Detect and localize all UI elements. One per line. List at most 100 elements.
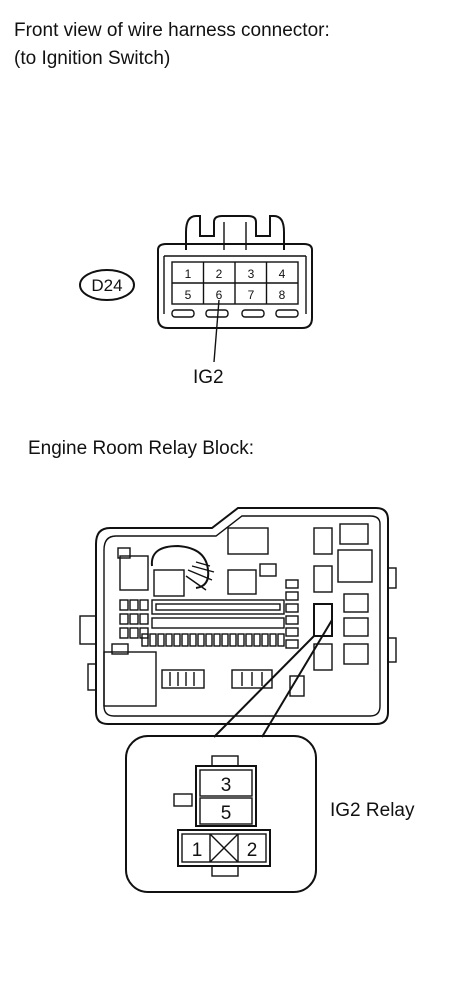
ig2-relay-slot [313,603,333,637]
connector-key [275,309,299,318]
small-fuse [139,613,149,625]
mini-fuse [149,633,157,647]
small-fuse [129,613,139,625]
connector-key [241,309,265,318]
mini-fuse [261,633,269,647]
ig2-relay-detail: 3 5 1 2 [125,735,317,893]
fuse-slot [289,675,305,697]
connector-view-heading: Front view of wire harness connector: [14,20,330,41]
mini-fuse-row [141,633,285,647]
pin-label: 1 [185,267,192,281]
relay-zoom-frame [125,735,317,893]
relay-block-outline [95,507,389,725]
connector-target-heading: (to Ignition Switch) [14,48,171,69]
pin-label: 6 [216,288,223,302]
side-tab [387,567,397,589]
callout-line [213,635,315,738]
callout-line [261,619,333,738]
mini-fuse [221,633,229,647]
relay-slot [337,549,373,583]
mini-fuse [181,633,189,647]
mini-fuse [173,633,181,647]
relay-slot [227,569,257,595]
coil-cross [209,833,239,863]
small-fuse [119,613,129,625]
relay-lower-body [177,829,271,867]
connector-key [171,309,195,318]
side-tab [87,663,97,691]
small-fuse [119,627,129,639]
wire-ends [185,561,215,591]
side-fuse [285,627,299,637]
relay-block-inner [103,515,381,717]
side-fuse [285,615,299,625]
d24-connector: 1 2 3 4 5 6 7 8 [157,215,313,363]
pin-label: 2 [216,267,223,281]
relay-tab-left [173,793,193,807]
ig2-leader-line [213,299,220,363]
connector-latch [185,215,285,250]
mini-fuse [205,633,213,647]
mini-fuse [213,633,221,647]
terminal-strip [151,617,285,629]
relay-upper-body [195,765,257,827]
side-fuse [285,603,299,613]
pin-label: 8 [279,288,286,302]
relay-slot [343,617,369,637]
small-fuse [139,627,149,639]
connector-code: D24 [91,276,122,295]
d24-badge: D24 [79,269,135,301]
wire-loop [150,544,210,589]
side-fuse [285,591,299,601]
battery-terminal [111,643,129,655]
small-fuse [119,599,129,611]
fuse-block [119,555,149,591]
mini-fuse [157,633,165,647]
mini-fuse [197,633,205,647]
pin-label: 3 [248,267,255,281]
fuse-block [117,547,131,559]
connector-housing [157,243,313,329]
relay-slot [227,527,269,555]
connector-key [205,309,229,318]
mini-fuse [189,633,197,647]
mini-fuse [245,633,253,647]
small-fuse [139,599,149,611]
relay-coil-row [181,833,267,863]
terminal-3-cell [199,769,253,797]
side-tab [79,615,97,645]
pin-label: 4 [279,267,286,281]
side-fuse [285,639,299,649]
side-fuse [285,579,299,589]
mini-fuse [253,633,261,647]
mini-fuse [141,633,149,647]
small-fuse [129,599,139,611]
mini-fuse [229,633,237,647]
connector-inner-wall [163,255,307,314]
small-fuse [129,627,139,639]
relay-slot [153,569,185,597]
terminal-5-cell [199,797,253,825]
relay-block-heading: Engine Room Relay Block: [28,438,254,459]
relay-slot [259,563,277,577]
relay-tab-top [211,755,239,767]
terminal-strip [151,599,285,615]
terminal-strip-inner [155,603,281,611]
mini-fuse [237,633,245,647]
relay-slot [313,643,333,671]
side-tab [387,637,397,663]
mini-fuse [165,633,173,647]
terminal-label: 1 [192,840,203,861]
relay-slot [343,593,369,613]
terminal-label: 5 [221,803,232,824]
pin-label: 7 [248,288,255,302]
pin-label: 5 [185,288,192,302]
d24-badge-outline [79,269,135,301]
relay-slot [339,523,369,545]
ig2-callout-label: IG2 [193,367,224,388]
relay-block [79,507,397,725]
relay-slot [343,643,369,665]
relay-slot [313,527,333,555]
battery-terminal-block [103,651,157,707]
